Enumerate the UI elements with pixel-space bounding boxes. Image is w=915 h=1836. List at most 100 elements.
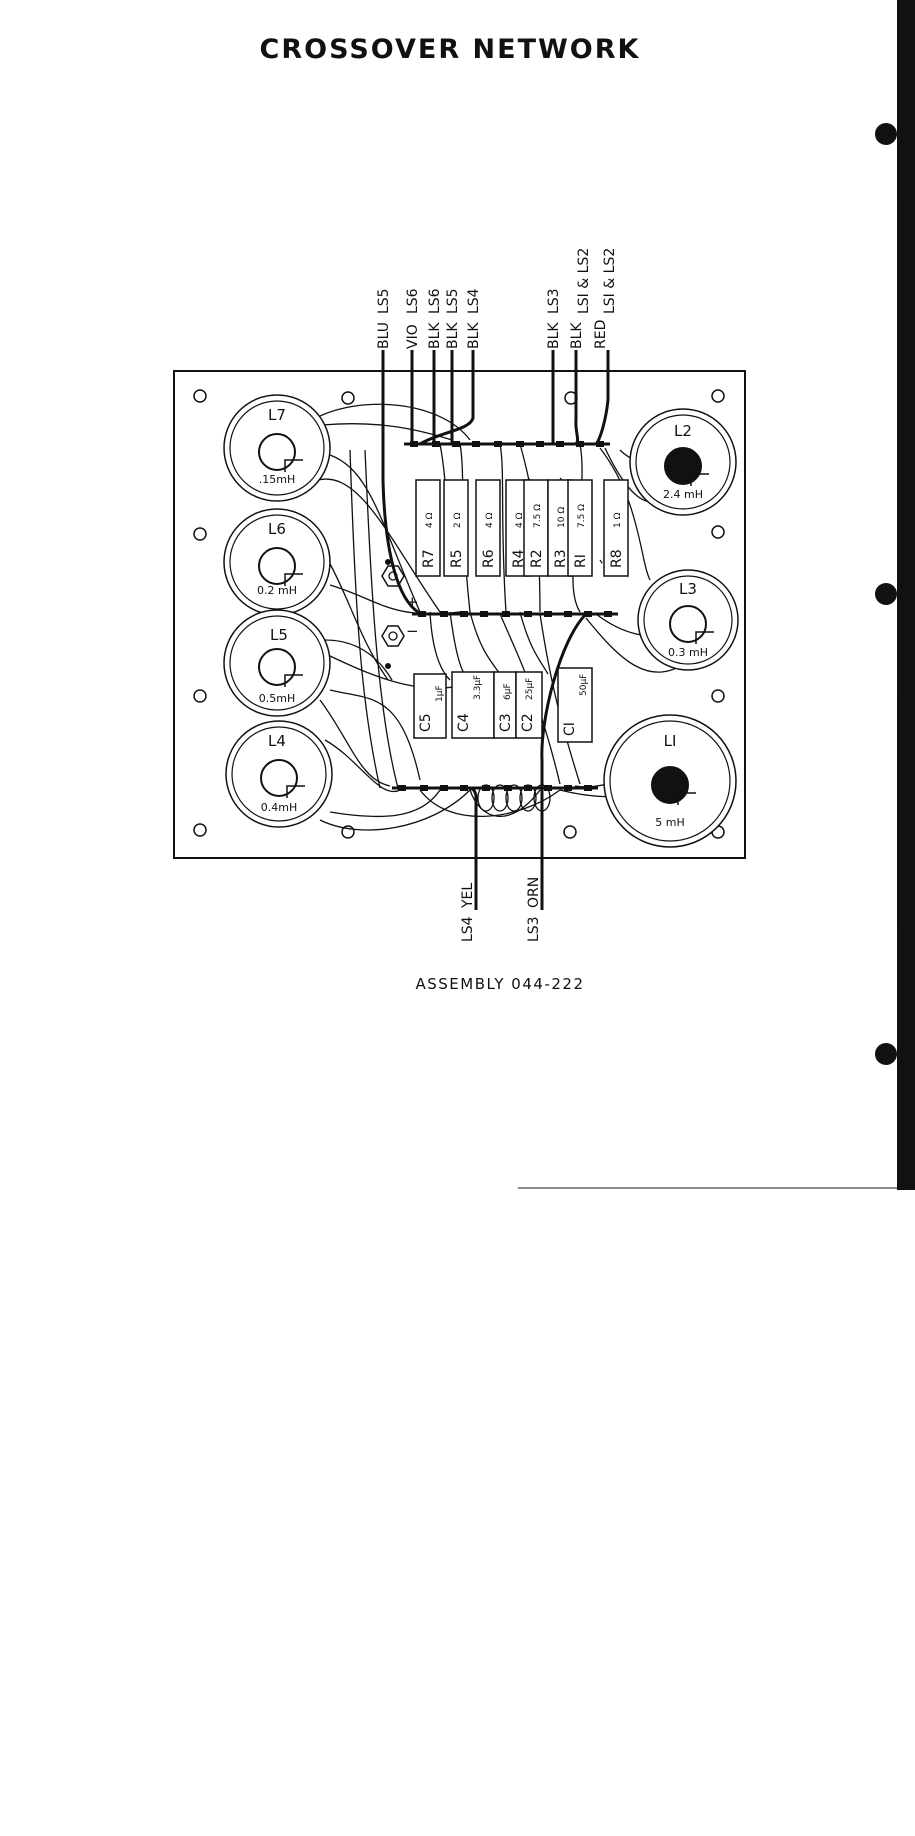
lead-color-label: BLK [546, 322, 562, 349]
lead-color-label: BLK [569, 322, 585, 349]
capacitor-body [413, 673, 447, 739]
capacitor-c4: C43.3μF [451, 671, 495, 739]
resistor-value: 7.5 Ω [533, 504, 543, 528]
resistor-name: R4 [511, 549, 527, 568]
internal-wiring [315, 403, 691, 831]
inductor-name: L5 [270, 626, 288, 644]
resistor-body [475, 479, 501, 577]
inductor-l7: L7 .15mH [223, 394, 331, 502]
inductor-lead [690, 473, 709, 486]
resistor-name: R6 [481, 549, 497, 568]
capacitor-name: C5 [418, 713, 434, 732]
resistor-r2: R2 7.5 Ω [523, 479, 549, 577]
resistor-body [443, 479, 469, 577]
inductor-name: L3 [679, 580, 697, 598]
inductor-coil-inner [229, 514, 325, 610]
capacitor-value: 25μF [525, 678, 535, 700]
lead-color-label: YEL [460, 883, 476, 909]
inductor-value: 2.4 mH [663, 488, 703, 501]
circuit-board [173, 370, 746, 859]
resistor-value: 7.5 Ω [577, 504, 587, 528]
assembly-number: ASSEMBLY 044-222 [415, 975, 585, 993]
resistor-value: 4 Ω [425, 512, 435, 528]
resistor-name: R3 [553, 549, 569, 568]
inductor-l4: L40.4mH [225, 720, 333, 828]
inductor-core [258, 547, 296, 585]
inductor-core [664, 447, 702, 485]
top-lead-5: BLK LS4 [419, 288, 482, 446]
inductor-name: L7 [268, 406, 286, 424]
capacitor-body [451, 671, 495, 739]
lead-color-label: VIO [405, 324, 421, 349]
lead-wire [419, 350, 475, 446]
inductor-lead [284, 573, 303, 586]
inductor-core [258, 648, 296, 686]
inductor-name: LI [664, 732, 677, 750]
top-lead-2: VIO LS6 [405, 288, 421, 444]
inductor-l3: L30.3 mH [637, 569, 739, 671]
resistor-ri: RI 7.5 Ω [567, 479, 593, 577]
lead-destination-label: LSI & LS2 [576, 248, 592, 314]
lead-destination-label: LS6 [405, 288, 421, 314]
lead-destination-label: LS5 [376, 288, 392, 314]
resistor-r5: R52 Ω [443, 479, 469, 577]
inductor-core [260, 759, 298, 797]
lead-wire [381, 350, 419, 614]
resistor-body [603, 479, 629, 577]
inductor-li: LI5 mH [603, 714, 737, 848]
inductor-value: .15mH [259, 473, 295, 486]
lead-wire [468, 787, 478, 910]
resistor-name: RI [573, 554, 589, 568]
input-terminals [381, 559, 405, 669]
inductor-name: L2 [674, 422, 692, 440]
lead-color-label: BLK [466, 322, 482, 349]
inductor-name: L6 [268, 520, 286, 538]
lead-color-label: RED [593, 320, 609, 349]
lead-wire [540, 612, 588, 910]
capacitor-name: C4 [456, 713, 472, 732]
inductor-coil-inner [635, 414, 731, 510]
inductor-coil-inner [229, 615, 325, 711]
inductor-core [651, 766, 689, 804]
resistor-name: R2 [529, 549, 545, 568]
resistor-value: 4 Ω [485, 512, 495, 528]
resistor-body [523, 479, 549, 577]
capacitor-name: C2 [520, 713, 536, 732]
inductor-coil-inner [229, 400, 325, 496]
plus-terminal-label: + [406, 593, 419, 611]
capacitor-value: 6μF [503, 683, 513, 700]
resistor-r7: R74 Ω [415, 479, 441, 577]
resistor-body [567, 479, 593, 577]
lead-destination-label: LS4 [466, 288, 482, 314]
inductor-core [669, 605, 707, 643]
binder-hole [875, 583, 897, 605]
bottom-lead-2: ORN LS3 [526, 612, 588, 942]
lead-destination-label: LS5 [445, 288, 461, 314]
capacitor-value: 1μF [435, 685, 445, 702]
resistor-value: 1 Ω [613, 512, 623, 528]
lead-destination-label: LS3 [526, 916, 542, 942]
inductor-coil-inner [643, 575, 733, 665]
capacitor-body [515, 671, 543, 739]
inductor-coil-inner [609, 720, 731, 842]
lead-color-label: ORN [526, 877, 542, 908]
top-lead-group: BLULS5VIOLS6BLKLS6BLKLS5BLKLS4BLKLS3BLKL… [376, 248, 618, 614]
capacitor-c2: C2 25μF [515, 671, 543, 739]
lead-wire [574, 350, 580, 446]
inductor-lead [284, 459, 303, 472]
inductor-l2: L2 2.4 mH [629, 408, 737, 516]
lead-color-label: BLK [445, 322, 461, 349]
page-title: CROSSOVER NETWORK [259, 34, 641, 65]
lead-destination-label: LS6 [427, 288, 443, 314]
resistor-value: 4 Ω [515, 512, 525, 528]
resistor-name: R5 [449, 549, 465, 568]
